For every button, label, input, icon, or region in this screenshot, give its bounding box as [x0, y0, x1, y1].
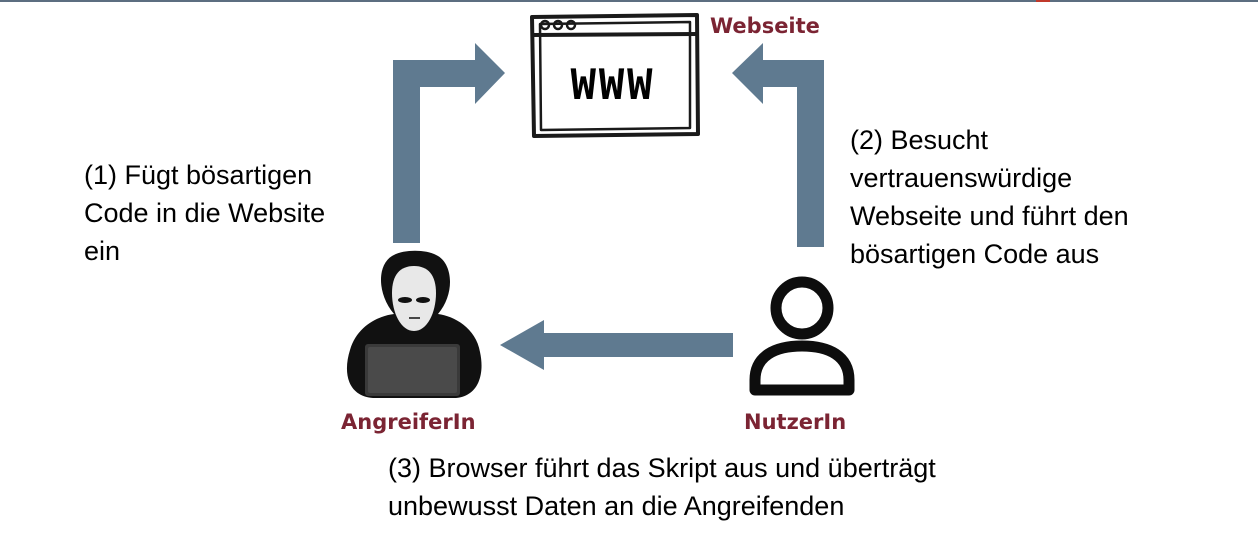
arrow-user-to-website [732, 43, 824, 247]
top-accent-mark [1036, 0, 1050, 2]
user-outline-icon [749, 276, 855, 396]
arrow-user-to-attacker [500, 320, 733, 370]
arrow-body [393, 60, 475, 243]
arrow-head [475, 43, 505, 104]
step-1-caption: (1) Fügt bösartigen Code in die Website … [84, 160, 326, 266]
arrow-head [500, 320, 544, 370]
step-3-caption: (3) Browser führt das Skript aus und übe… [388, 453, 936, 521]
attacker-label: AngreiferIn [341, 410, 476, 434]
arrow-head [732, 43, 763, 104]
website-label: Webseite [710, 14, 820, 38]
arrow-body [763, 60, 824, 247]
step-2-caption: (2) Besucht vertrauenswürdige Webseite u… [850, 125, 1129, 269]
browser-screen-text: WWW [571, 60, 656, 109]
user-label: NutzerIn [744, 410, 847, 434]
top-border-line [0, 0, 1258, 2]
arrow-body [544, 333, 733, 357]
hooded-hacker-laptop-icon [346, 250, 482, 398]
browser-window-icon: WWW [530, 13, 700, 138]
arrow-attacker-to-website [393, 43, 505, 243]
